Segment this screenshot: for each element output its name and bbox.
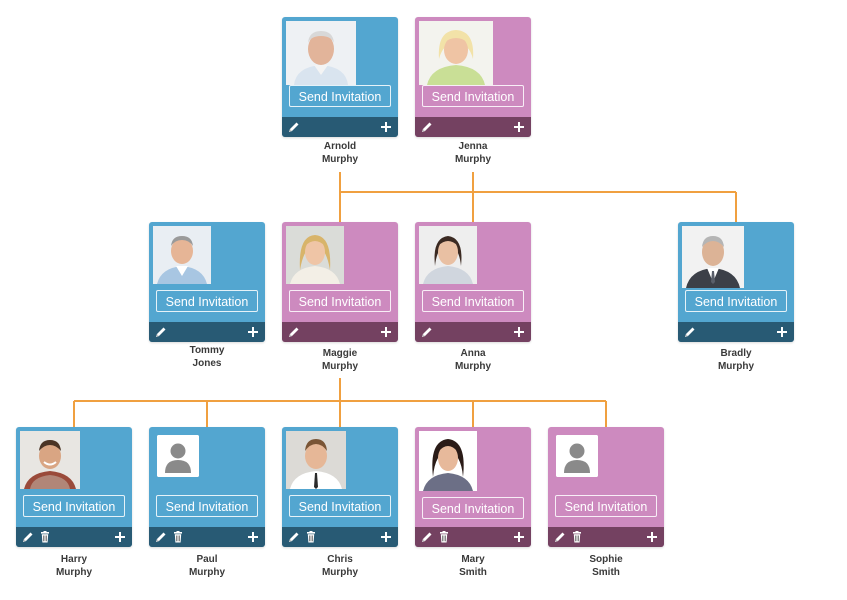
person-card-paul[interactable]: Send Invitation — [149, 427, 265, 547]
person-card-tommy[interactable]: Send Invitation — [149, 222, 265, 342]
send-invitation-button[interactable]: Send Invitation — [555, 495, 657, 517]
photo-placeholder-paul — [157, 435, 199, 477]
photo-placeholder-sophie — [556, 435, 598, 477]
connector-maggie-to-children — [73, 378, 607, 427]
photo-maggie — [286, 226, 344, 284]
plus-icon[interactable] — [512, 325, 526, 339]
pencil-icon[interactable] — [21, 530, 35, 544]
pencil-icon[interactable] — [683, 325, 697, 339]
plus-icon[interactable] — [775, 325, 789, 339]
send-invitation-button[interactable]: Send Invitation — [156, 495, 258, 517]
person-card-arnold[interactable]: Send Invitation — [282, 17, 398, 137]
photo-harry — [20, 431, 80, 489]
plus-icon[interactable] — [379, 530, 393, 544]
photo-tommy — [153, 226, 211, 284]
card-toolbar — [16, 527, 132, 547]
plus-icon[interactable] — [379, 120, 393, 134]
send-invitation-button[interactable]: Send Invitation — [422, 497, 524, 519]
pencil-icon[interactable] — [420, 325, 434, 339]
person-card-jenna[interactable]: Send Invitation — [415, 17, 531, 137]
send-invitation-button[interactable]: Send Invitation — [422, 290, 524, 312]
send-invitation-button[interactable]: Send Invitation — [422, 85, 524, 107]
trash-icon[interactable] — [437, 530, 451, 544]
person-card-chris[interactable]: Send Invitation — [282, 427, 398, 547]
plus-icon[interactable] — [113, 530, 127, 544]
person-card-maggie[interactable]: Send Invitation — [282, 222, 398, 342]
pencil-icon[interactable] — [420, 530, 434, 544]
plus-icon[interactable] — [246, 325, 260, 339]
photo-jenna — [419, 21, 493, 85]
pencil-icon[interactable] — [287, 530, 301, 544]
photo-mary — [419, 431, 477, 491]
card-toolbar — [415, 117, 531, 137]
card-toolbar — [548, 527, 664, 547]
card-toolbar — [282, 527, 398, 547]
plus-icon[interactable] — [645, 530, 659, 544]
send-invitation-button[interactable]: Send Invitation — [289, 85, 391, 107]
person-silhouette-icon — [556, 435, 598, 477]
pencil-icon[interactable] — [287, 325, 301, 339]
plus-icon[interactable] — [379, 325, 393, 339]
card-toolbar — [149, 527, 265, 547]
person-card-mary[interactable]: Send Invitation — [415, 427, 531, 547]
pencil-icon[interactable] — [287, 120, 301, 134]
card-toolbar — [149, 322, 265, 342]
pencil-icon[interactable] — [154, 530, 168, 544]
send-invitation-button[interactable]: Send Invitation — [156, 290, 258, 312]
photo-chris — [286, 431, 346, 489]
card-toolbar — [415, 322, 531, 342]
plus-icon[interactable] — [512, 530, 526, 544]
trash-icon[interactable] — [570, 530, 584, 544]
person-card-harry[interactable]: Send Invitation — [16, 427, 132, 547]
card-toolbar — [282, 322, 398, 342]
person-silhouette-icon — [157, 435, 199, 477]
card-toolbar — [282, 117, 398, 137]
send-invitation-button[interactable]: Send Invitation — [289, 290, 391, 312]
person-card-anna[interactable]: Send Invitation — [415, 222, 531, 342]
trash-icon[interactable] — [38, 530, 52, 544]
card-toolbar — [415, 527, 531, 547]
trash-icon[interactable] — [171, 530, 185, 544]
send-invitation-button[interactable]: Send Invitation — [685, 290, 787, 312]
connector-parents-to-children — [339, 172, 737, 222]
send-invitation-button[interactable]: Send Invitation — [23, 495, 125, 517]
pencil-icon[interactable] — [154, 325, 168, 339]
photo-anna — [419, 226, 477, 284]
photo-bradly — [682, 226, 744, 288]
card-toolbar — [678, 322, 794, 342]
plus-icon[interactable] — [512, 120, 526, 134]
pencil-icon[interactable] — [420, 120, 434, 134]
pencil-icon[interactable] — [553, 530, 567, 544]
person-card-bradly[interactable]: Send Invitation — [678, 222, 794, 342]
person-card-sophie[interactable]: Send Invitation — [548, 427, 664, 547]
plus-icon[interactable] — [246, 530, 260, 544]
trash-icon[interactable] — [304, 530, 318, 544]
send-invitation-button[interactable]: Send Invitation — [289, 495, 391, 517]
photo-arnold — [286, 21, 356, 85]
